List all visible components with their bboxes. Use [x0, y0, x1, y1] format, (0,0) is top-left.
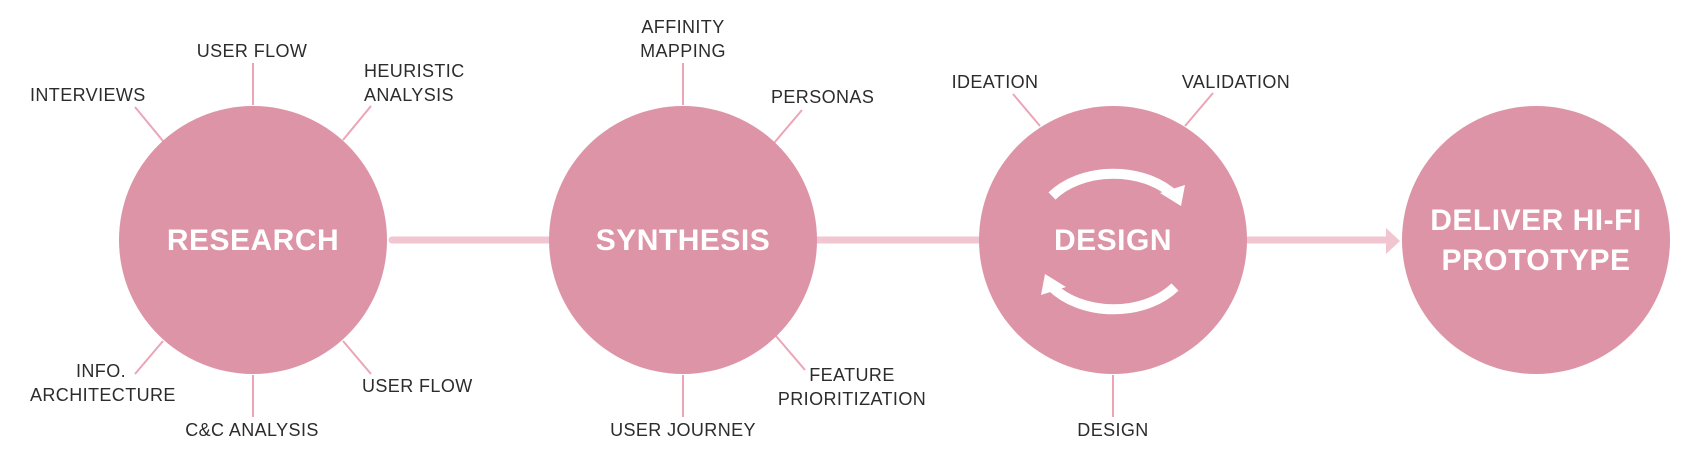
research-title: RESEARCH [166, 224, 340, 257]
label-user-flow-top: USER FLOW [196, 41, 308, 61]
label-user-flow-bottom: USER FLOW [362, 376, 473, 396]
synthesis-spokes [682, 63, 806, 417]
design-circle [979, 106, 1247, 374]
label-heuristic-line1: HEURISTIC [364, 61, 465, 81]
spoke-heuristic [342, 105, 372, 141]
refresh-arrow-head-top [1160, 185, 1185, 206]
spoke-user-flow-bottom [342, 340, 372, 375]
label-personas: PERSONAS [771, 87, 875, 107]
label-affinity-line1: AFFINITY [641, 17, 725, 37]
deliver-title-line2: PROTOTYPE [1441, 244, 1631, 277]
label-info-line2: ARCHITECTURE [30, 385, 176, 405]
label-feature-prioritization: FEATURE PRIORITIZATION [778, 363, 926, 411]
refresh-cycle-icon [1048, 168, 1179, 315]
research-spokes [134, 63, 372, 417]
spoke-info-architecture [134, 340, 164, 375]
label-cc-analysis: C&C ANALYSIS [185, 420, 319, 440]
synthesis-title: SYNTHESIS [595, 224, 771, 257]
spoke-ideation [1012, 93, 1041, 127]
deliver-circle [1402, 106, 1670, 374]
spoke-interviews [134, 106, 164, 142]
label-design: DESIGN [1077, 420, 1149, 440]
label-feature-line1: FEATURE [809, 365, 895, 385]
refresh-arrow-head-bottom [1041, 274, 1066, 295]
spoke-feature [775, 335, 806, 371]
spoke-validation [1184, 92, 1214, 127]
label-info-line1: INFO. [76, 361, 126, 381]
arrow-head-icon [1386, 228, 1400, 254]
label-info-architecture: INFO. ARCHITECTURE [30, 359, 176, 407]
research-circle [119, 106, 387, 374]
deliver-title-line1: DELIVER HI-FI [1430, 204, 1642, 237]
label-affinity-mapping: AFFINITY MAPPING [640, 15, 726, 63]
design-title: DESIGN [1053, 224, 1173, 257]
label-user-journey: USER JOURNEY [610, 420, 756, 440]
deliver-title: DELIVER HI-FI PROTOTYPE [1430, 201, 1642, 281]
label-heuristic-line2: ANALYSIS [364, 85, 454, 105]
design-spokes [1012, 92, 1214, 417]
label-heuristic-analysis: HEURISTIC ANALYSIS [364, 59, 465, 107]
label-affinity-line2: MAPPING [640, 41, 726, 61]
label-interviews: INTERVIEWS [30, 85, 146, 105]
label-ideation: IDEATION [951, 72, 1039, 92]
spoke-personas [773, 109, 803, 144]
label-feature-line2: PRIORITIZATION [777, 389, 927, 409]
synthesis-circle [549, 106, 817, 374]
label-validation: VALIDATION [1181, 72, 1291, 92]
